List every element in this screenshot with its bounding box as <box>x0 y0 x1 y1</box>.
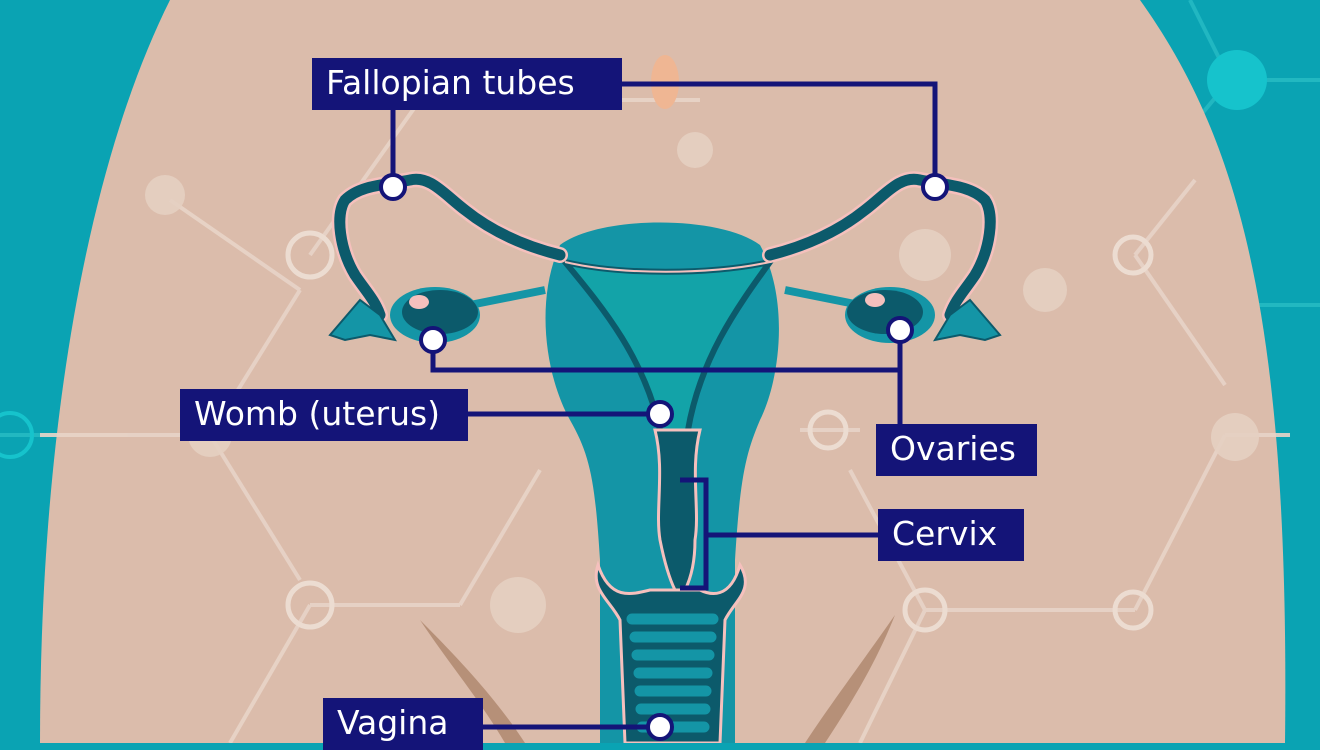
marker-fallopian-left <box>379 173 407 201</box>
decor-node <box>0 411 34 459</box>
hexagon-filled-nodes <box>145 132 1259 633</box>
label-cervix: Cervix <box>878 509 1024 561</box>
left-fimbriae <box>328 298 398 342</box>
marker-womb <box>646 400 674 428</box>
left-ovarian-ligament <box>469 286 546 309</box>
marker-dots <box>379 173 949 741</box>
marker-ovary-left <box>419 326 447 354</box>
left-ovary-follicle <box>409 295 429 309</box>
cavity-outline <box>564 261 771 273</box>
right-ovary-follicle <box>865 293 885 307</box>
label-womb-uterus: Womb (uterus) <box>180 389 468 441</box>
decor-node <box>1207 50 1267 110</box>
label-vagina: Vagina <box>323 698 483 750</box>
label-fallopian-tubes: Fallopian tubes <box>312 58 622 110</box>
right-thigh-crease <box>805 615 895 743</box>
marker-fallopian-right <box>921 173 949 201</box>
hexagon-nodes <box>285 230 1154 633</box>
marker-vagina <box>646 713 674 741</box>
vaginal-rugae <box>623 610 722 736</box>
marker-ovary-right <box>886 316 914 344</box>
right-fimbriae <box>932 298 1002 342</box>
right-ovarian-ligament <box>784 286 861 309</box>
left-thigh-crease <box>420 620 525 743</box>
fallopian-leader-right <box>620 81 938 187</box>
label-ovaries: Ovaries <box>876 424 1037 476</box>
